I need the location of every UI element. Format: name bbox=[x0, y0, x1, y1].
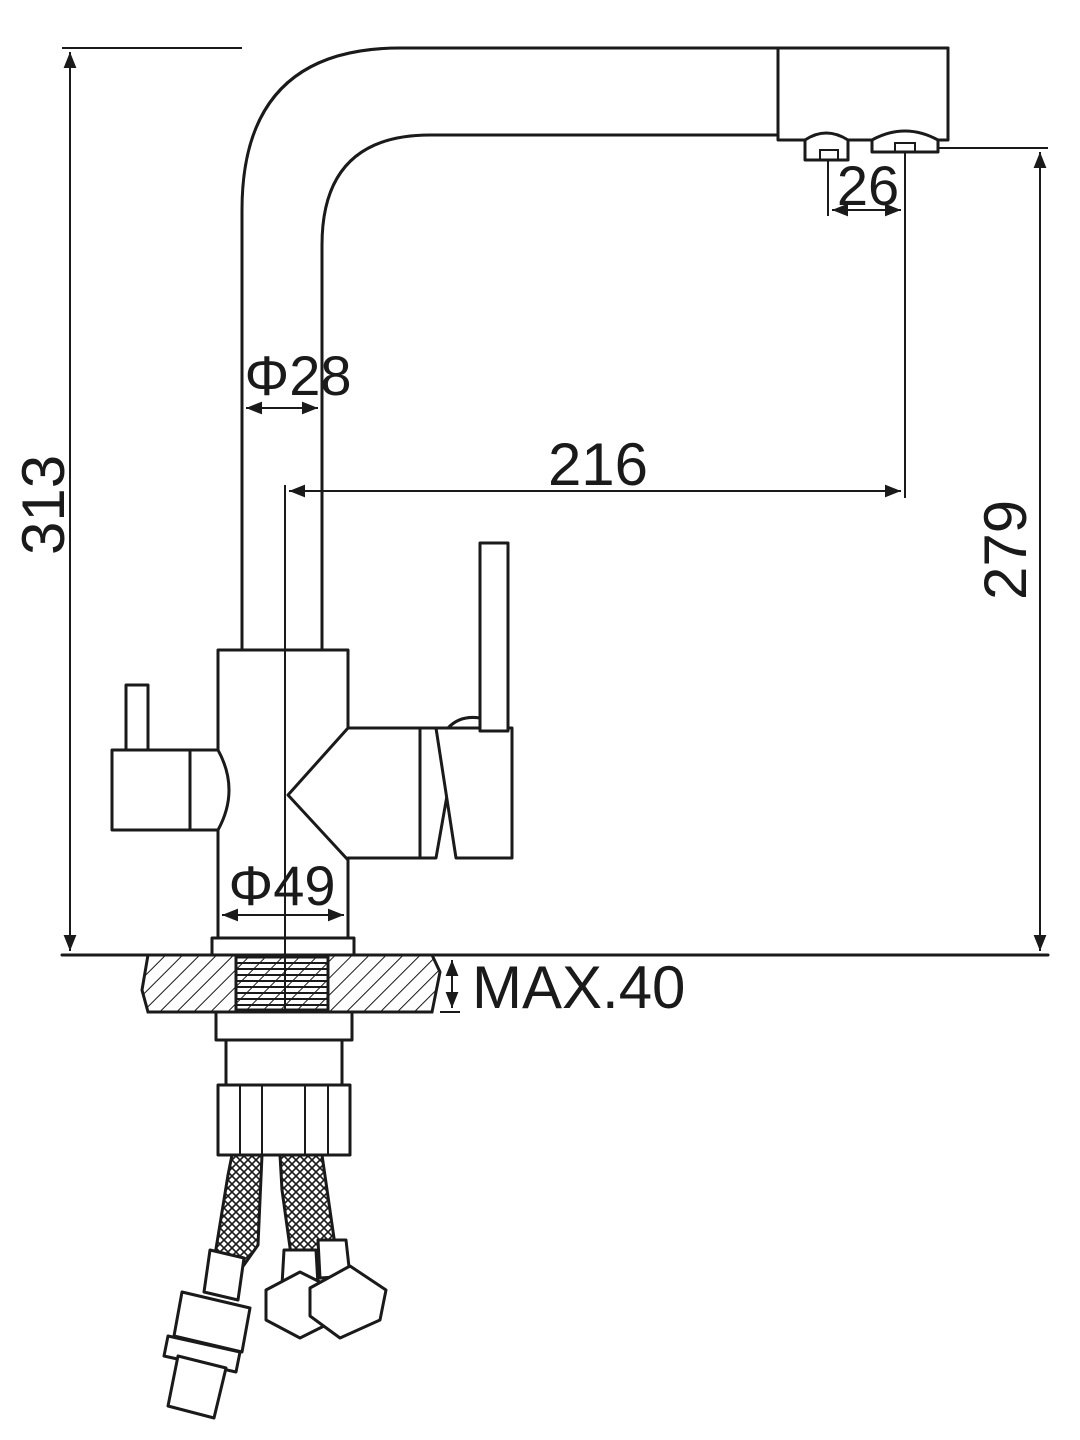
lock-nut bbox=[214, 1010, 354, 1042]
hose-left-washer bbox=[162, 1334, 242, 1374]
dim-outlet-spacing-label: 26 bbox=[837, 154, 899, 217]
dim-spout-diameter-label: Φ28 bbox=[245, 344, 352, 407]
dim-base-diameter-label: Φ49 bbox=[229, 854, 336, 917]
dim-spout-diameter: Φ28 bbox=[245, 344, 352, 415]
right-lever-joint bbox=[446, 716, 482, 730]
dim-max-countertop-label: MAX.40 bbox=[472, 954, 685, 1021]
spout bbox=[240, 46, 950, 652]
dim-total-height-label: 313 bbox=[10, 455, 77, 555]
right-valve-housing bbox=[286, 718, 422, 862]
under-counter-assembly bbox=[162, 1010, 388, 1420]
left-valve-housing bbox=[110, 748, 192, 832]
faucet-body bbox=[110, 541, 514, 957]
left-valve-neck bbox=[186, 748, 231, 832]
right-lever-handle bbox=[478, 541, 510, 733]
dim-base-diameter: Φ49 bbox=[222, 854, 344, 922]
left-lever-handle bbox=[124, 683, 150, 752]
countertop bbox=[60, 953, 1050, 1014]
hose-left-hex-nut bbox=[172, 1290, 252, 1354]
hose-left-ferrule bbox=[202, 1248, 246, 1302]
base-ring bbox=[210, 936, 356, 957]
outlet-right bbox=[870, 129, 940, 154]
right-lever-base bbox=[434, 726, 514, 860]
spout-inner-edge bbox=[320, 133, 780, 652]
mounting-thread bbox=[234, 955, 330, 1012]
hose-left-thread-end bbox=[166, 1354, 228, 1420]
dim-reach: 216 bbox=[289, 152, 906, 498]
spout-head bbox=[776, 46, 950, 142]
hose-connector-nut bbox=[216, 1083, 352, 1157]
hose-right-hex-nut-b bbox=[308, 1264, 388, 1340]
spout-outer-edge bbox=[240, 46, 950, 652]
hose-left bbox=[213, 1153, 264, 1267]
dim-outlet-height: 279 bbox=[938, 147, 1048, 951]
dim-reach-label: 216 bbox=[548, 431, 648, 498]
dim-max-countertop: MAX.40 bbox=[440, 954, 685, 1021]
dim-outlet-height-label: 279 bbox=[972, 500, 1039, 600]
dim-outlet-spacing: 26 bbox=[827, 152, 906, 217]
dim-total-height: 313 bbox=[10, 47, 242, 951]
shank bbox=[224, 1038, 344, 1087]
